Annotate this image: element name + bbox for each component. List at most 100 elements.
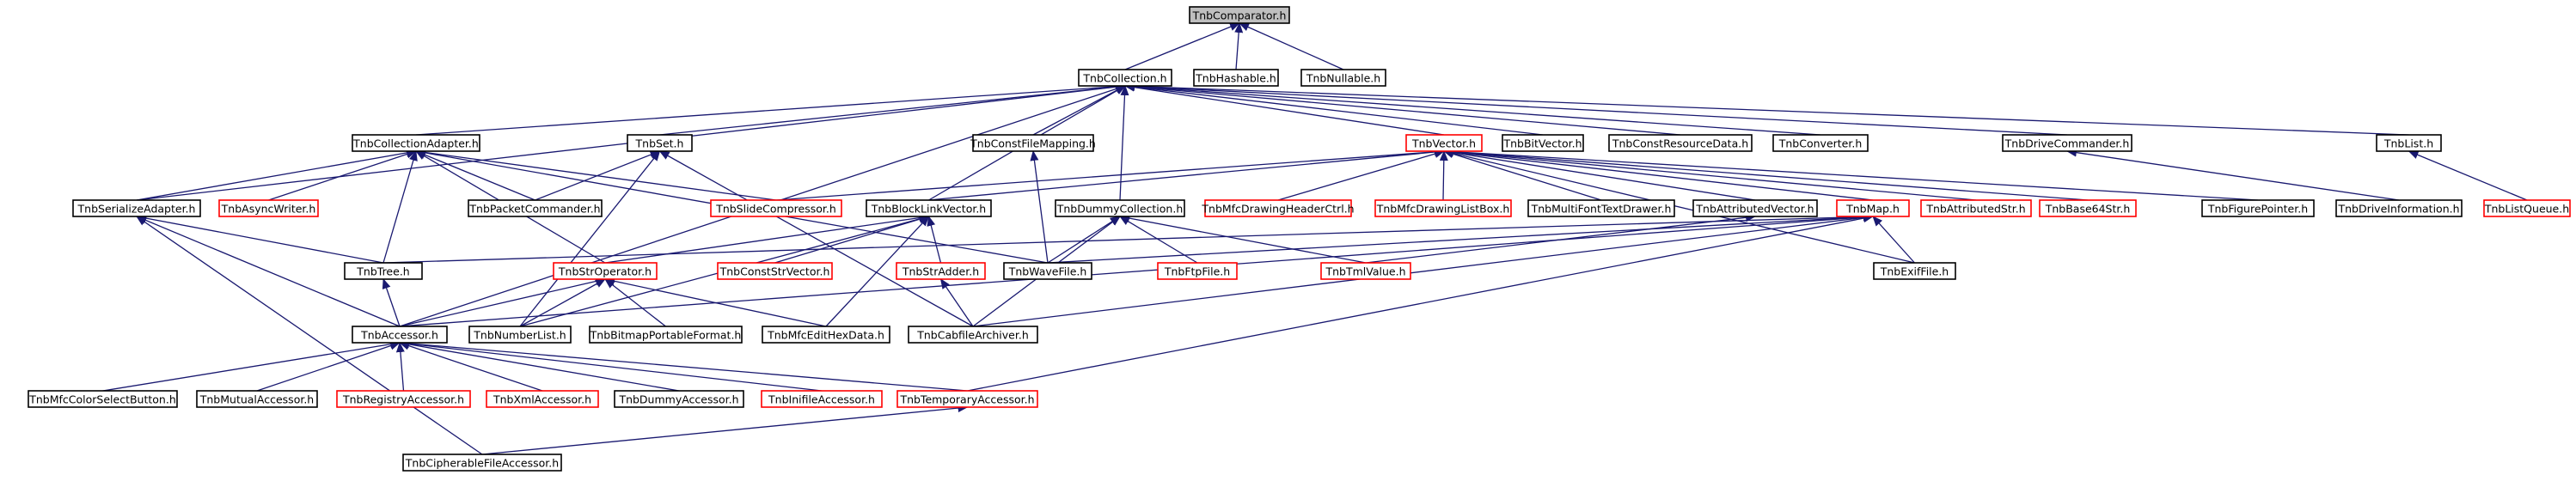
- edge-tmlvalue-to-dummycollection: [1119, 214, 1367, 264]
- node-box: [908, 326, 1038, 344]
- node-conststrvector[interactable]: TnbConstStrVector.h: [717, 262, 833, 280]
- node-attributedvector[interactable]: TnbAttributedVector.h: [1692, 199, 1818, 217]
- node-label: TnbSet.h: [635, 137, 684, 150]
- edge-nullable-to-comparator: [1239, 22, 1344, 70]
- node-label: TnbBlockLinkVector.h: [871, 203, 986, 216]
- node-label: TnbCabfileArchiver.h: [916, 329, 1029, 342]
- node-label: TnbSerializeAdapter.h: [77, 203, 196, 216]
- node-label: TnbDummyCollection.h: [1056, 203, 1184, 216]
- edge-temporaryaccessor-to-accessor: [399, 338, 968, 392]
- node-vector[interactable]: TnbVector.h: [1405, 134, 1483, 152]
- node-box: [896, 262, 986, 280]
- node-converter[interactable]: TnbConverter.h: [1772, 134, 1869, 152]
- edge-accessor-to-serializeadapter: [136, 216, 401, 327]
- node-mfccolorselectbutton[interactable]: TnbMfcColorSelectButton.h: [28, 390, 178, 408]
- node-label: TnbAttributedVector.h: [1695, 203, 1814, 216]
- node-map[interactable]: TnbMap.h: [1836, 199, 1910, 217]
- node-bitvector[interactable]: TnbBitVector.h: [1502, 134, 1584, 152]
- node-inifileaccessor[interactable]: TnbInifileAccessor.h: [761, 390, 883, 408]
- node-ftpfile[interactable]: TnbFtpFile.h: [1157, 262, 1238, 280]
- node-mfcdrawinglistbox[interactable]: TnbMfcDrawingListBox.h: [1374, 199, 1512, 217]
- node-box: [866, 199, 992, 217]
- edge-tree-to-serializeadapter: [136, 214, 384, 264]
- node-tree[interactable]: TnbTree.h: [344, 262, 423, 280]
- edge-driveinformation-to-drivecommander: [2066, 148, 2400, 201]
- node-cipherablefileaccessor[interactable]: TnbCipherableFileAccessor.h: [402, 454, 562, 472]
- node-collectionadapter[interactable]: TnbCollectionAdapter.h: [352, 134, 480, 152]
- node-mfcdrawingheaderctrl[interactable]: TnbMfcDrawingHeaderCtrl.h: [1201, 199, 1355, 217]
- node-registryaccessor[interactable]: TnbRegistryAccessor.h: [336, 390, 471, 408]
- node-slidecompressor[interactable]: TnbSlideCompressor.h: [710, 199, 842, 217]
- node-box: [1157, 262, 1238, 280]
- node-asyncwriter[interactable]: TnbAsyncWriter.h: [218, 199, 319, 217]
- node-box: [1374, 199, 1512, 217]
- node-bitmapportableformat[interactable]: TnbBitmapPortableFormat.h: [589, 326, 743, 344]
- node-multifonttextdrawer[interactable]: TnbMultiFontTextDrawer.h: [1527, 199, 1675, 217]
- edge-mfcedithexdata-to-stroperator: [604, 277, 827, 327]
- node-collection[interactable]: TnbCollection.h: [1078, 69, 1172, 87]
- node-set[interactable]: TnbSet.h: [627, 134, 693, 152]
- node-driveinformation[interactable]: TnbDriveInformation.h: [2335, 199, 2463, 217]
- node-box: [972, 134, 1094, 152]
- edge-bitmapportableformat-to-stroperator: [604, 278, 666, 327]
- node-tmlvalue[interactable]: TnbTmlValue.h: [1320, 262, 1411, 280]
- node-base64str[interactable]: TnbBase64Str.h: [2039, 199, 2137, 217]
- node-box: [352, 134, 480, 152]
- node-listqueue[interactable]: TnbListQueue.h: [2483, 199, 2571, 217]
- node-xmlaccessor[interactable]: TnbXmlAccessor.h: [486, 390, 599, 408]
- node-mutualaccessor[interactable]: TnbMutualAccessor.h: [196, 390, 318, 408]
- node-box: [761, 390, 883, 408]
- node-label: TnbStrAdder.h: [902, 265, 979, 278]
- edge-slidecompressor-to-vector: [775, 147, 1445, 201]
- node-box: [589, 326, 743, 344]
- node-numberlist[interactable]: TnbNumberList.h: [468, 326, 572, 344]
- node-box: [486, 390, 599, 408]
- node-list[interactable]: TnbList.h: [2376, 134, 2442, 152]
- node-box: [2201, 199, 2315, 217]
- node-drivecommander[interactable]: TnbDriveCommander.h: [2002, 134, 2132, 152]
- node-cabfilearchiver[interactable]: TnbCabfileArchiver.h: [908, 326, 1038, 344]
- edge-mfcdrawingheaderctrl-to-vector: [1277, 149, 1445, 201]
- node-figurepointer[interactable]: TnbFigurePointer.h: [2201, 199, 2315, 217]
- node-blocklinkvector[interactable]: TnbBlockLinkVector.h: [866, 199, 992, 217]
- node-label: TnbBitVector.h: [1502, 137, 1582, 150]
- node-box: [1189, 6, 1290, 24]
- edge-dummyaccessor-to-accessor: [399, 339, 680, 392]
- node-box: [72, 199, 201, 217]
- node-mfcedithexdata[interactable]: TnbMfcEditHexData.h: [762, 326, 890, 344]
- edge-constresourcedata-to-collection: [1124, 82, 1681, 136]
- node-constresourcedata[interactable]: TnbConstResourceData.h: [1608, 134, 1753, 152]
- node-packetcommander[interactable]: TnbPacketCommander.h: [468, 199, 603, 217]
- node-stradder[interactable]: TnbStrAdder.h: [896, 262, 986, 280]
- node-accessor[interactable]: TnbAccessor.h: [352, 326, 448, 344]
- node-box: [2002, 134, 2132, 152]
- edge-base64str-to-vector: [1443, 147, 2089, 201]
- edge-cipherablefileaccessor-to-serializeadapter: [136, 216, 483, 455]
- node-exiffile[interactable]: TnbExifFile.h: [1873, 262, 1956, 280]
- node-stroperator[interactable]: TnbStrOperator.h: [553, 262, 658, 280]
- node-label: TnbWaveFile.h: [1008, 265, 1087, 278]
- node-constfilemapping[interactable]: TnbConstFileMapping.h: [970, 134, 1096, 152]
- edge-wavefile-to-dummycollection: [1047, 216, 1121, 264]
- node-label: TnbConstStrVector.h: [719, 265, 830, 278]
- node-label: TnbFigurePointer.h: [2207, 203, 2308, 216]
- node-label: TnbInifileAccessor.h: [768, 393, 875, 406]
- node-serializeadapter[interactable]: TnbSerializeAdapter.h: [72, 199, 201, 217]
- node-box: [344, 262, 423, 280]
- node-nullable[interactable]: TnbNullable.h: [1300, 69, 1386, 87]
- node-wavefile[interactable]: TnbWaveFile.h: [1003, 262, 1092, 280]
- node-label: TnbDriveCommander.h: [2004, 137, 2130, 150]
- edge-vector-to-collection: [1124, 82, 1445, 136]
- node-box: [553, 262, 658, 280]
- node-dummyaccessor[interactable]: TnbDummyAccessor.h: [614, 390, 744, 408]
- node-box: [1204, 199, 1352, 217]
- node-dummycollection[interactable]: TnbDummyCollection.h: [1055, 199, 1185, 217]
- node-box: [196, 390, 318, 408]
- edge-mfcdrawinglistbox-to-vector: [1439, 150, 1448, 201]
- node-temporaryaccessor[interactable]: TnbTemporaryAccessor.h: [896, 390, 1038, 408]
- node-attributedstr[interactable]: TnbAttributedStr.h: [1920, 199, 2032, 217]
- edge-temporaryaccessor-to-map: [967, 214, 1874, 392]
- edge-accessor-to-tree: [382, 278, 401, 327]
- node-label: TnbAccessor.h: [360, 329, 438, 342]
- node-hashable[interactable]: TnbHashable.h: [1193, 69, 1279, 87]
